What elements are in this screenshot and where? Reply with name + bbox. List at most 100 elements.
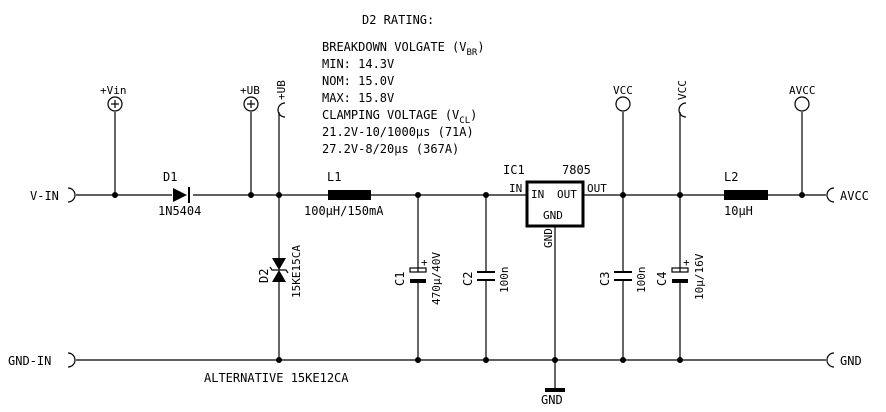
- l1-value: 100µH/150mA: [304, 204, 384, 218]
- supply-ub-port-label: +UB: [275, 80, 288, 100]
- rating-clamping-sub: CL: [459, 116, 470, 126]
- port-gnd-in-arc: [67, 352, 76, 368]
- junctions: [112, 192, 805, 363]
- rating-clamping: CLAMPING VOLTAGE (V: [322, 108, 459, 122]
- rating-max: MAX: 15.8V: [322, 91, 394, 105]
- port-avcc-label: AVCC: [840, 189, 869, 203]
- c4-value: 10µ/16V: [693, 253, 706, 300]
- ic1-pin-in: IN: [509, 182, 522, 195]
- supply-avcc-symbol: [794, 96, 810, 112]
- junction: [112, 192, 118, 198]
- c1-plus: +: [421, 256, 428, 269]
- d2-ref: D2: [257, 269, 271, 283]
- l1-body: [328, 190, 371, 200]
- rating-breakdown-sub: BR: [467, 48, 478, 58]
- ic1-value: 7805: [562, 163, 591, 177]
- rating-block: D2 RATING: BREAKDOWN VOLGATE (VBR) MIN: …: [322, 13, 485, 156]
- ic1-pin-gnd: GND: [542, 228, 555, 248]
- rating-clamp1: 21.2V-10/1000µs (71A): [322, 125, 474, 139]
- alternative-note: ALTERNATIVE 15KE12CA: [204, 371, 349, 385]
- ground-symbol: GND: [541, 388, 565, 407]
- c2-ref: C2: [461, 272, 475, 286]
- junction: [415, 357, 421, 363]
- supply-vcc1-label: VCC: [613, 84, 633, 97]
- supply-avcc: AVCC: [789, 84, 816, 112]
- c4-plus: +: [683, 256, 690, 269]
- junction: [677, 357, 683, 363]
- svg-text:BREAKDOWN VOLGATE (VBR): BREAKDOWN VOLGATE (VBR): [322, 40, 485, 58]
- ic1-ref: IC1: [503, 163, 525, 177]
- supply-ub-symbol: [243, 96, 259, 112]
- regulator-ic1: IC1 7805 IN OUT GND IN OUT GND: [503, 163, 607, 248]
- rating-title: D2 RATING:: [362, 13, 434, 27]
- c3-ref: C3: [598, 272, 612, 286]
- port-avcc-arc: [826, 187, 835, 203]
- ic1-out-label: OUT: [557, 188, 577, 201]
- port-gnd: GND: [826, 352, 862, 368]
- inductor-l2: L2 10µH: [724, 170, 768, 218]
- port-vin: V-IN: [30, 187, 76, 203]
- junction: [552, 357, 558, 363]
- tvs-d2: D2 15KE15CA: [257, 245, 303, 298]
- ic1-in-label: IN: [531, 188, 544, 201]
- d1-triangle: [173, 188, 187, 202]
- rating-breakdown: BREAKDOWN VOLGATE (V: [322, 40, 467, 54]
- port-vin-label: V-IN: [30, 189, 59, 203]
- junction: [799, 192, 805, 198]
- rating-breakdown-close: ): [477, 40, 484, 54]
- supply-vin-symbol: [107, 96, 123, 112]
- c2-value: 100n: [498, 267, 511, 294]
- l1-ref: L1: [327, 170, 341, 184]
- d2-bar: [269, 266, 289, 274]
- l2-ref: L2: [724, 170, 738, 184]
- d2-value: 15KE15CA: [290, 245, 303, 298]
- port-avcc: AVCC: [826, 187, 869, 203]
- junction: [483, 357, 489, 363]
- junction: [483, 192, 489, 198]
- junction: [620, 192, 626, 198]
- vcc2-port-arc: [678, 102, 687, 118]
- inductor-l1: L1 100µH/150mA: [304, 170, 384, 218]
- ground-label: GND: [541, 393, 563, 407]
- c1-value: 470µ/40V: [430, 252, 443, 305]
- port-vin-arc: [67, 187, 76, 203]
- wires: [76, 112, 826, 390]
- supply-ub: +UB: [240, 84, 260, 112]
- ub-port-arc: [277, 102, 286, 118]
- supply-vcc2: VCC: [676, 80, 689, 118]
- supply-ub-label: +UB: [240, 84, 260, 97]
- diode-d1: D1 1N5404: [158, 170, 201, 218]
- rating-nom: NOM: 15.0V: [322, 74, 394, 88]
- d2-triangle-bottom: [272, 270, 286, 282]
- c4-plate-neg: [672, 279, 688, 283]
- rating-clamp2: 27.2V-8/20µs (367A): [322, 142, 459, 156]
- capacitor-c1: + C1 470µ/40V: [393, 252, 443, 305]
- ic1-body: [525, 180, 585, 228]
- capacitor-c4: + C4 10µ/16V: [655, 253, 706, 300]
- rating-min: MIN: 14.3V: [322, 57, 394, 71]
- ic1-gnd-label: GND: [543, 209, 563, 222]
- l2-value: 10µH: [724, 204, 753, 218]
- ic1-pin-out: OUT: [587, 182, 607, 195]
- c4-ref: C4: [655, 272, 669, 286]
- supply-vcc1: VCC: [613, 84, 633, 112]
- c1-plate-neg: [410, 279, 426, 283]
- c4-plate-pos: [671, 267, 689, 273]
- capacitor-c2: C2 100n: [461, 267, 511, 294]
- supply-vcc2-label: VCC: [676, 80, 689, 100]
- port-gnd-in-label: GND-IN: [8, 354, 51, 368]
- supply-vin: +Vin: [100, 84, 127, 112]
- c1-ref: C1: [393, 272, 407, 286]
- port-gnd-arc: [826, 352, 835, 368]
- junction: [276, 357, 282, 363]
- rating-clamping-close: ): [470, 108, 477, 122]
- supply-vcc1-symbol: [615, 96, 631, 112]
- junction: [677, 192, 683, 198]
- port-gnd-in: GND-IN: [8, 352, 76, 368]
- c3-value: 100n: [635, 267, 648, 294]
- junction: [248, 192, 254, 198]
- port-gnd-label: GND: [840, 354, 862, 368]
- junction: [276, 192, 282, 198]
- supply-vin-label: +Vin: [100, 84, 127, 97]
